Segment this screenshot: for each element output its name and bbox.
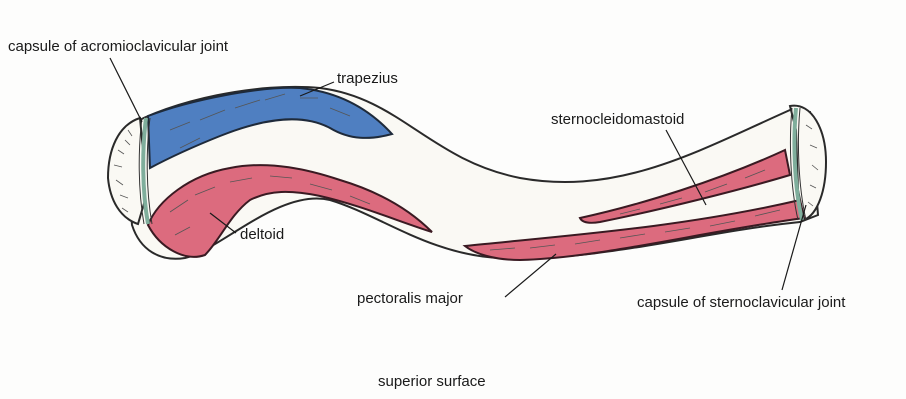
leader-acromioclavicular xyxy=(110,58,142,122)
label-capsule-acromioclavicular: capsule of acromioclavicular joint xyxy=(8,38,229,55)
label-trapezius: trapezius xyxy=(337,70,398,87)
label-deltoid: deltoid xyxy=(240,226,284,243)
label-capsule-sternoclavicular: capsule of sternoclavicular joint xyxy=(637,294,846,311)
caption-superior-surface: superior surface xyxy=(378,373,486,390)
label-sternocleidomastoid: sternocleidomastoid xyxy=(551,111,684,128)
label-pectoralis-major: pectoralis major xyxy=(357,290,463,307)
